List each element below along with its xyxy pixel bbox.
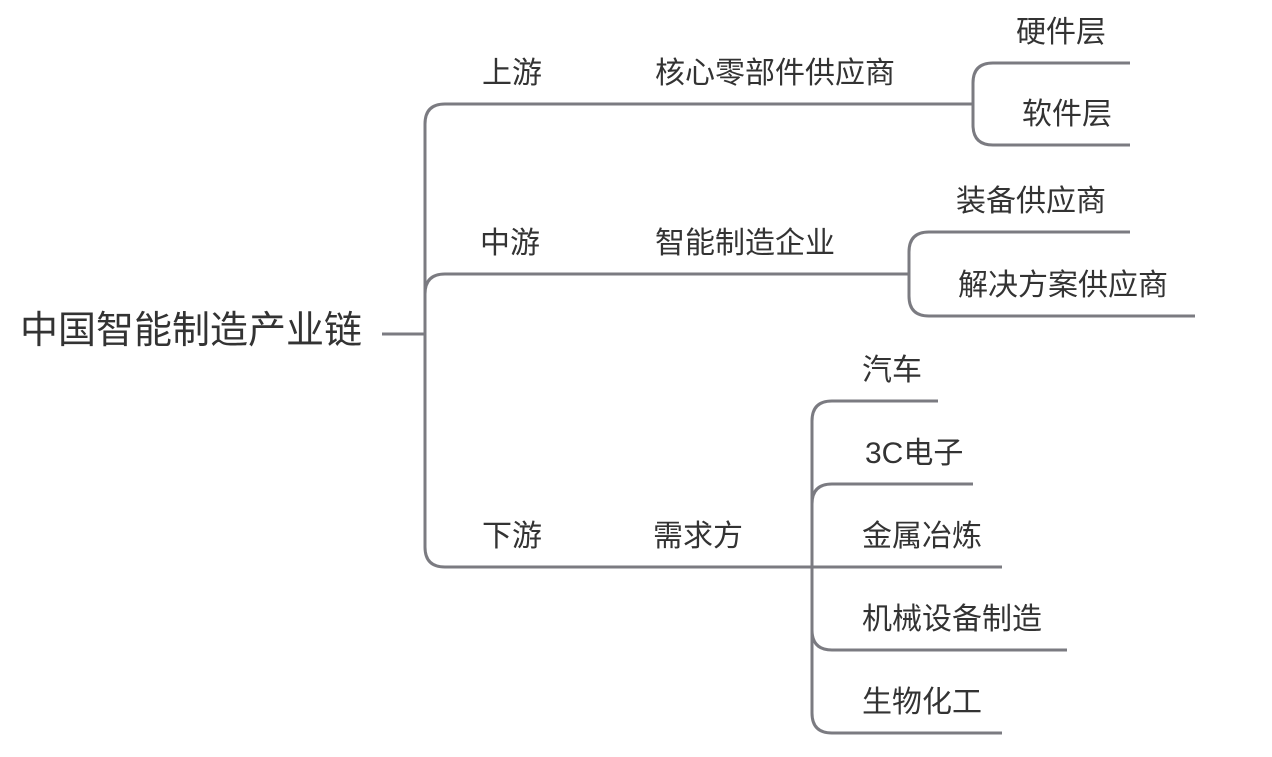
downstream-children-bracket <box>810 399 833 735</box>
branch-upstream-node-label[interactable]: 核心零部件供应商 <box>655 57 895 90</box>
branch-downstream-level-label[interactable]: 下游 <box>482 520 542 553</box>
branch-midstream-node-label[interactable]: 智能制造企业 <box>655 227 835 260</box>
midstream-children-bracket <box>907 230 930 318</box>
root-node-label[interactable]: 中国智能制造产业链 <box>20 310 363 352</box>
electronics-line <box>810 482 973 505</box>
child-metal-smelting-label[interactable]: 金属冶炼 <box>862 520 982 553</box>
upstream-children-bracket <box>971 61 994 147</box>
child-3c-electronics-label[interactable]: 3C电子 <box>865 437 964 470</box>
child-machinery-manufacturing-label[interactable]: 机械设备制造 <box>862 603 1042 636</box>
branch-downstream-node-label[interactable]: 需求方 <box>653 520 743 553</box>
machinery-line <box>810 629 1067 652</box>
child-auto-label[interactable]: 汽车 <box>862 354 922 387</box>
child-solution-supplier-label[interactable]: 解决方案供应商 <box>958 269 1168 302</box>
branch-midstream-level-label[interactable]: 中游 <box>480 227 540 260</box>
child-biochemical-label[interactable]: 生物化工 <box>862 686 982 719</box>
child-hardware-layer-label[interactable]: 硬件层 <box>1016 16 1106 49</box>
child-equipment-supplier-label[interactable]: 装备供应商 <box>956 185 1106 218</box>
branch-upstream-level-label[interactable]: 上游 <box>482 57 542 90</box>
branch-midstream-line <box>423 272 909 295</box>
trunk-line <box>423 102 446 569</box>
child-software-layer-label[interactable]: 软件层 <box>1022 98 1112 131</box>
